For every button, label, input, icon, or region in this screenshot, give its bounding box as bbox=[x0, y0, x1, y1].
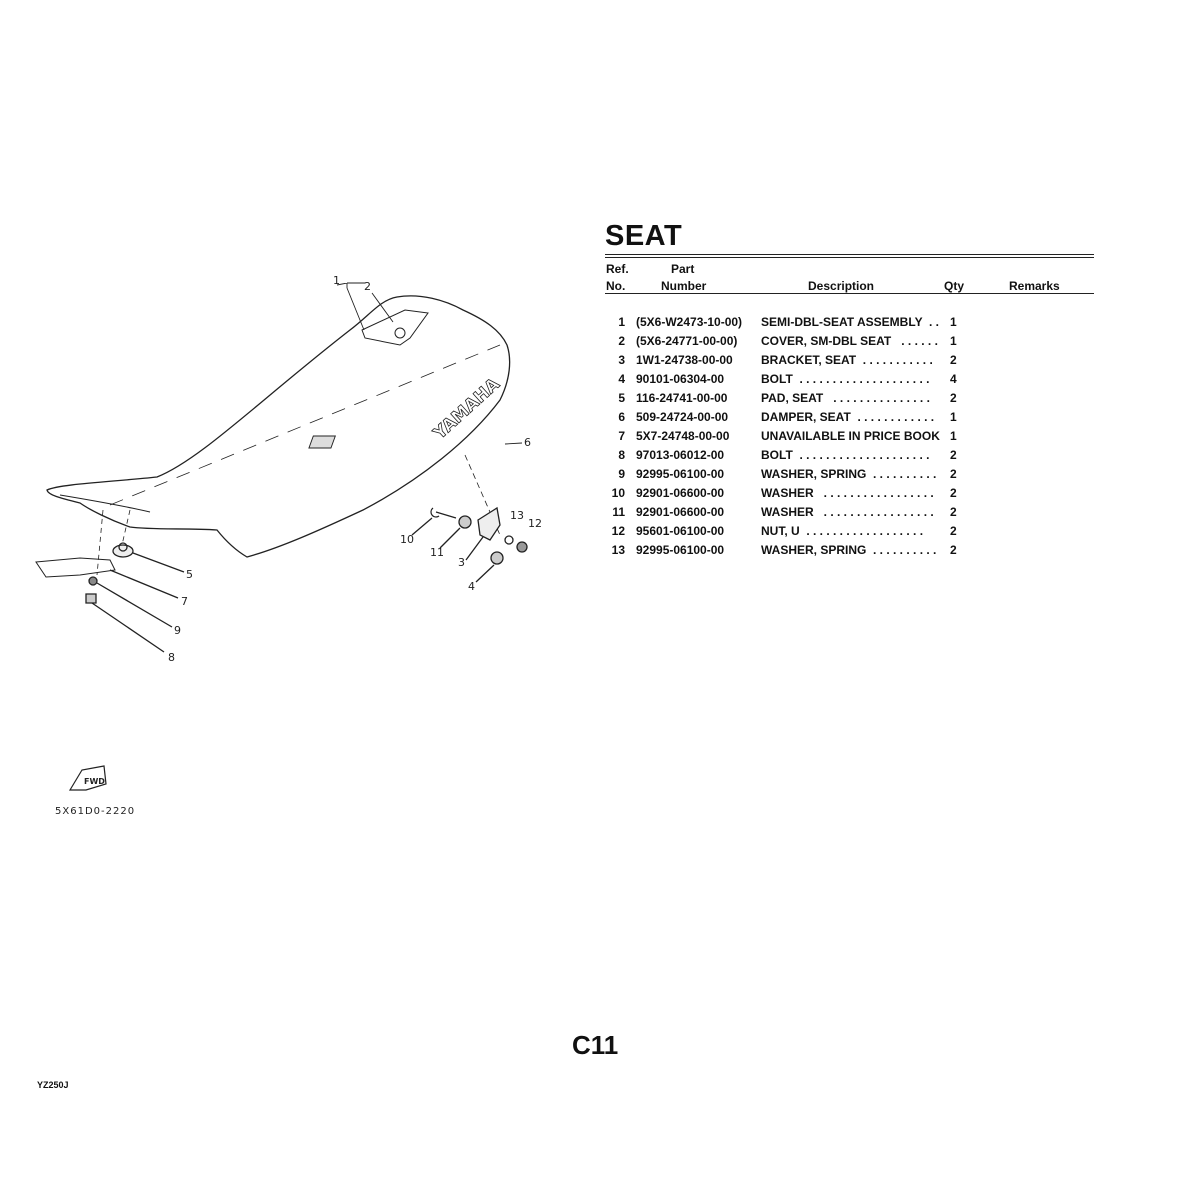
description: SEMI-DBL-SEAT ASSEMBLY . . bbox=[761, 315, 940, 329]
part-number: (5X6-W2473-10-00) bbox=[636, 315, 743, 329]
description: BOLT . . . . . . . . . . . . . . . . . .… bbox=[761, 448, 930, 462]
description: WASHER, SPRING . . . . . . . . . . bbox=[761, 467, 937, 481]
quantity: 4 bbox=[950, 372, 957, 386]
description: UNAVAILABLE IN PRICE BOOK bbox=[761, 429, 940, 443]
header-no: No. bbox=[606, 279, 626, 293]
quantity: 2 bbox=[950, 467, 957, 481]
seat-outline bbox=[46, 295, 511, 558]
quantity: 1 bbox=[950, 410, 957, 424]
table-row: 7 5X7-24748-00-00 UNAVAILABLE IN PRICE BOO… bbox=[605, 429, 1085, 447]
description: BRACKET, SEAT . . . . . . . . . . . bbox=[761, 353, 933, 367]
quantity: 1 bbox=[950, 429, 957, 443]
description: WASHER . . . . . . . . . . . . . . . . . bbox=[761, 486, 934, 500]
ref-no: 11 bbox=[612, 505, 625, 519]
description: COVER, SM-DBL SEAT . . . . . . bbox=[761, 334, 938, 348]
table-row: 11 92901-06600-00 WASHER . . . . . . . . .… bbox=[605, 505, 1085, 523]
callout-10: 10 bbox=[400, 533, 414, 546]
description: PAD, SEAT . . . . . . . . . . . . . . . bbox=[761, 391, 930, 405]
part-number: 92901-06600-00 bbox=[636, 505, 725, 519]
description: NUT, U . . . . . . . . . . . . . . . . .… bbox=[761, 524, 924, 538]
page-number: C11 bbox=[572, 1030, 619, 1060]
table-row: 4 90101-06304-00 BOLT . . . . . . . . . . … bbox=[605, 372, 1085, 390]
part-number: 116-24741-00-00 bbox=[636, 391, 728, 405]
ref-no: 5 bbox=[618, 391, 625, 405]
part-number: 90101-06304-00 bbox=[636, 372, 725, 386]
ref-no: 4 bbox=[618, 372, 625, 386]
quantity: 1 bbox=[950, 334, 957, 348]
callout-3: 3 bbox=[458, 556, 465, 569]
header-description: Description bbox=[808, 279, 875, 293]
table-row: 6 509-24724-00-00 DAMPER, SEAT . . . . . .… bbox=[605, 410, 1085, 428]
description: WASHER, SPRING . . . . . . . . . . bbox=[761, 543, 937, 557]
header-qty: Qty bbox=[944, 279, 965, 293]
ref-no: 9 bbox=[618, 467, 625, 481]
header-rule bbox=[605, 293, 1094, 294]
callout-13: 13 bbox=[510, 509, 524, 522]
callout-4: 4 bbox=[468, 580, 475, 593]
ref-no: 6 bbox=[618, 410, 625, 424]
description: BOLT . . . . . . . . . . . . . . . . . .… bbox=[761, 372, 930, 386]
quantity: 2 bbox=[950, 505, 957, 519]
table-row: 12 95601-06100-00 NUT, U . . . . . . . . .… bbox=[605, 524, 1085, 542]
header-ref: Ref. bbox=[606, 262, 629, 276]
callout-8: 8 bbox=[168, 651, 175, 664]
callout-12: 12 bbox=[528, 517, 542, 530]
callout-2: 2 bbox=[364, 280, 371, 293]
fwd-arrow-icon: FWD bbox=[68, 765, 107, 791]
ref-no: 13 bbox=[611, 543, 625, 557]
title-rule bbox=[605, 257, 1094, 258]
part-number: 95601-06100-00 bbox=[636, 524, 725, 538]
svg-text:FWD: FWD bbox=[84, 777, 105, 786]
ref-no: 8 bbox=[618, 448, 625, 462]
callout-1: 1 bbox=[333, 274, 340, 287]
callout-9: 9 bbox=[174, 624, 181, 637]
description: WASHER . . . . . . . . . . . . . . . . . bbox=[761, 505, 934, 519]
description: DAMPER, SEAT . . . . . . . . . . . . bbox=[761, 410, 935, 424]
part-number: 92995-06100-00 bbox=[636, 467, 725, 481]
part-number: 92995-06100-00 bbox=[636, 543, 725, 557]
part-number: (5X6-24771-00-00) bbox=[636, 334, 738, 348]
callout-7: 7 bbox=[181, 595, 188, 608]
diagram-code: 5X61D0-2220 bbox=[55, 806, 135, 817]
ref-no: 2 bbox=[618, 334, 625, 348]
table-row: 2 (5X6-24771-00-00) COVER, SM-DBL SEAT . .… bbox=[605, 334, 1085, 352]
quantity: 2 bbox=[950, 448, 957, 462]
header-remarks: Remarks bbox=[1009, 279, 1060, 293]
ref-no: 1 bbox=[618, 315, 625, 329]
ref-no: 10 bbox=[611, 486, 625, 500]
table-row: 8 97013-06012-00 BOLT . . . . . . . . . . … bbox=[605, 448, 1085, 466]
part-number: 5X7-24748-00-00 bbox=[636, 429, 730, 443]
table-row: 9 92995-06100-00 WASHER, SPRING . . . . . … bbox=[605, 467, 1085, 485]
header-number: Number bbox=[661, 279, 707, 293]
ref-no: 7 bbox=[618, 429, 625, 443]
ref-no: 3 bbox=[618, 353, 625, 367]
model-code: YZ250J bbox=[37, 1080, 69, 1090]
part-number: 1W1-24738-00-00 bbox=[636, 353, 733, 367]
quantity: 2 bbox=[950, 353, 957, 367]
quantity: 2 bbox=[950, 524, 957, 538]
table-row: 3 1W1-24738-00-00 BRACKET, SEAT . . . . . … bbox=[605, 353, 1085, 371]
table-row: 13 92995-06100-00 WASHER, SPRING . . . . .… bbox=[605, 543, 1085, 561]
callout-5: 5 bbox=[186, 568, 193, 581]
table-row: 5 116-24741-00-00 PAD, SEAT . . . . . . . … bbox=[605, 391, 1085, 409]
part-number: 97013-06012-00 bbox=[636, 448, 725, 462]
ref-no: 12 bbox=[611, 524, 625, 538]
title-rule bbox=[605, 254, 1094, 255]
callout-6: 6 bbox=[524, 436, 531, 449]
header-part: Part bbox=[671, 262, 695, 276]
page-title: SEAT bbox=[605, 220, 683, 252]
part-number: 92901-06600-00 bbox=[636, 486, 725, 500]
part-number: 509-24724-00-00 bbox=[636, 410, 729, 424]
table-row: 10 92901-06600-00 WASHER . . . . . . . . .… bbox=[605, 486, 1085, 504]
quantity: 2 bbox=[950, 543, 957, 557]
quantity: 2 bbox=[950, 391, 957, 405]
callout-11: 11 bbox=[430, 546, 444, 559]
table-row: 1 (5X6-W2473-10-00) SEMI-DBL-SEAT ASSEMBLY… bbox=[605, 315, 1085, 333]
seat-exploded-diagram: YAMAHA 1 2 3 4 5 6 7 8 9 10 11 12 13 FWD… bbox=[35, 274, 542, 817]
quantity: 2 bbox=[950, 486, 957, 500]
quantity: 1 bbox=[950, 315, 957, 329]
